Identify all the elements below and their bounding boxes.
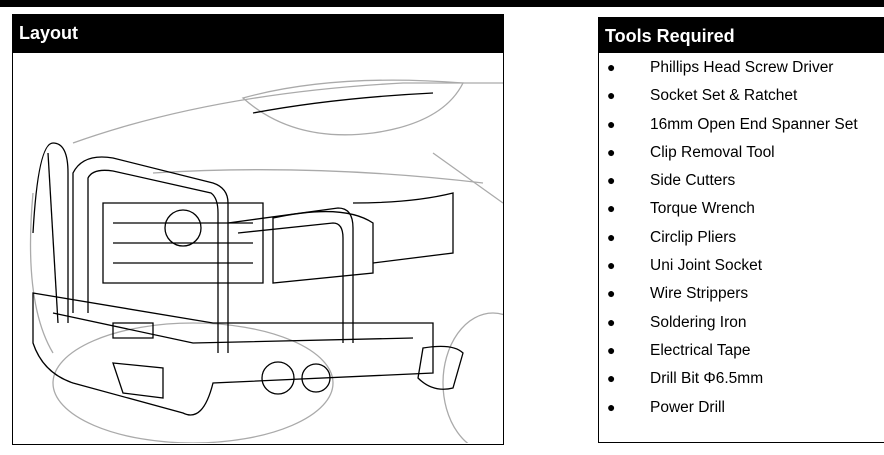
top-banner	[0, 0, 884, 7]
bullet-icon: ●	[607, 115, 616, 132]
bullet-icon: ●	[607, 172, 616, 189]
bullet-icon: ●	[607, 313, 616, 330]
bullet-icon: ●	[607, 87, 616, 104]
tools-panel: Tools Required ●Phillips Head Screw Driv…	[598, 17, 884, 443]
tool-item: ●Drill Bit Φ6.5mm	[607, 370, 764, 388]
bullet-icon: ●	[607, 285, 616, 302]
tools-list: ●Phillips Head Screw Driver ●Socket Set …	[599, 53, 884, 423]
tools-heading: Tools Required	[599, 18, 884, 53]
bullet-icon: ●	[607, 398, 616, 415]
bullet-icon: ●	[607, 143, 616, 160]
bullet-icon: ●	[607, 341, 616, 358]
tool-item: ●Side Cutters	[607, 172, 736, 190]
tool-item: ●Electrical Tape	[607, 341, 751, 359]
layout-panel: Layout	[12, 14, 504, 445]
bullet-icon: ●	[607, 257, 616, 274]
bullet-icon: ●	[607, 228, 616, 245]
tool-item: ●Uni Joint Socket	[607, 257, 762, 275]
tool-item: ●16mm Open End Spanner Set	[607, 115, 858, 133]
bullet-icon: ●	[607, 370, 616, 387]
tool-item: ●Circlip Pliers	[607, 228, 737, 246]
tool-item: ●Soldering Iron	[607, 313, 747, 331]
tool-item: ●Clip Removal Tool	[607, 143, 775, 161]
bullet-icon: ●	[607, 200, 616, 217]
tool-item: ●Power Drill	[607, 398, 725, 416]
tool-item: ●Wire Strippers	[607, 285, 749, 303]
tool-item: ●Torque Wrench	[607, 200, 755, 218]
bull-bar-illustration	[29, 79, 503, 443]
bullet-icon: ●	[607, 59, 616, 75]
tool-item: ●Socket Set & Ratchet	[607, 87, 798, 105]
layout-heading: Layout	[13, 15, 503, 53]
tool-item: ●Phillips Head Screw Driver	[607, 59, 834, 76]
